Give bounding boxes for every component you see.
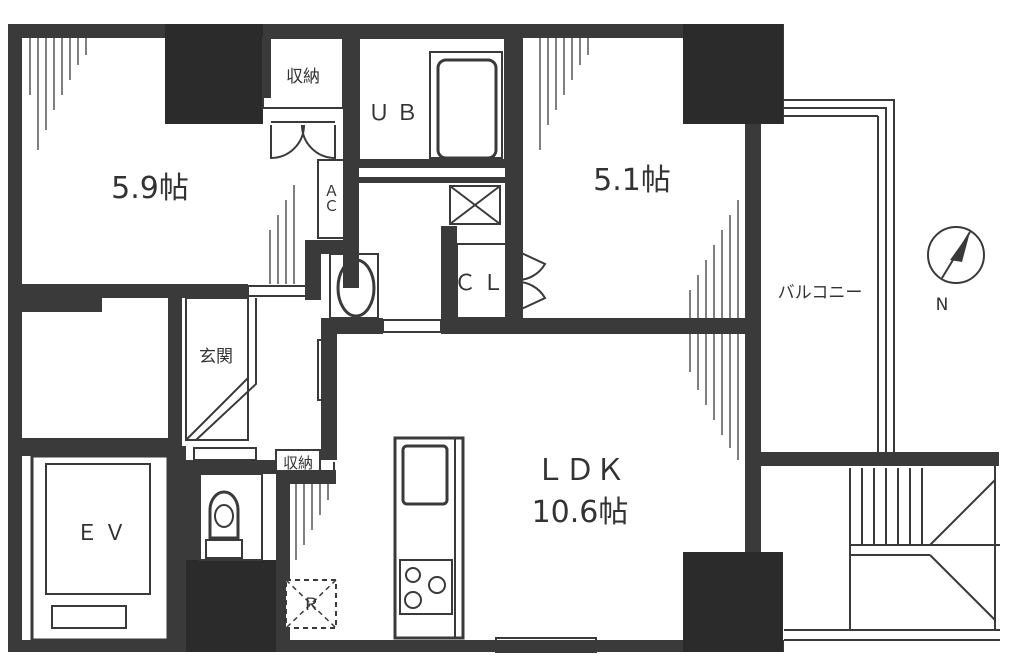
window-hatching [29, 38, 739, 560]
toilet [193, 447, 263, 561]
entrance-area [185, 297, 335, 480]
entrance-label: 玄関 [199, 347, 233, 367]
room-label-ldk-size: 10.6帖 [532, 495, 629, 530]
windows [9, 25, 760, 653]
refrigerator-space [285, 579, 337, 629]
elevator [30, 454, 170, 642]
north-label: N [936, 295, 949, 315]
storage-top-label: 収納 [286, 67, 320, 87]
north-arrow-icon [927, 226, 985, 284]
closet-label: ＣＬ [454, 271, 510, 296]
storage-top [262, 37, 344, 160]
columns [165, 24, 783, 652]
kitchen [393, 436, 465, 640]
room-label-western1: 5.9帖 [111, 171, 189, 206]
refrigerator-label: Ｒ [303, 595, 320, 615]
unit-bath [358, 37, 506, 161]
elevator-label: ＥＶ [76, 521, 132, 546]
storage-entry-label: 収納 [283, 454, 313, 472]
ac-box [317, 159, 345, 239]
washroom-fixtures [329, 185, 501, 319]
stairs [761, 452, 1000, 641]
ac-label: ＡＣ [322, 183, 340, 213]
room-label-western2: 5.1帖 [593, 163, 671, 198]
ub-label: ＵＢ [368, 101, 424, 126]
closet [456, 243, 547, 319]
room-label-ldk: ＬＤＫ [535, 453, 625, 488]
storage-entry-box [275, 449, 321, 473]
interior-walls [8, 38, 745, 652]
balcony-label: バルコニー [778, 283, 863, 303]
balcony [784, 99, 895, 452]
